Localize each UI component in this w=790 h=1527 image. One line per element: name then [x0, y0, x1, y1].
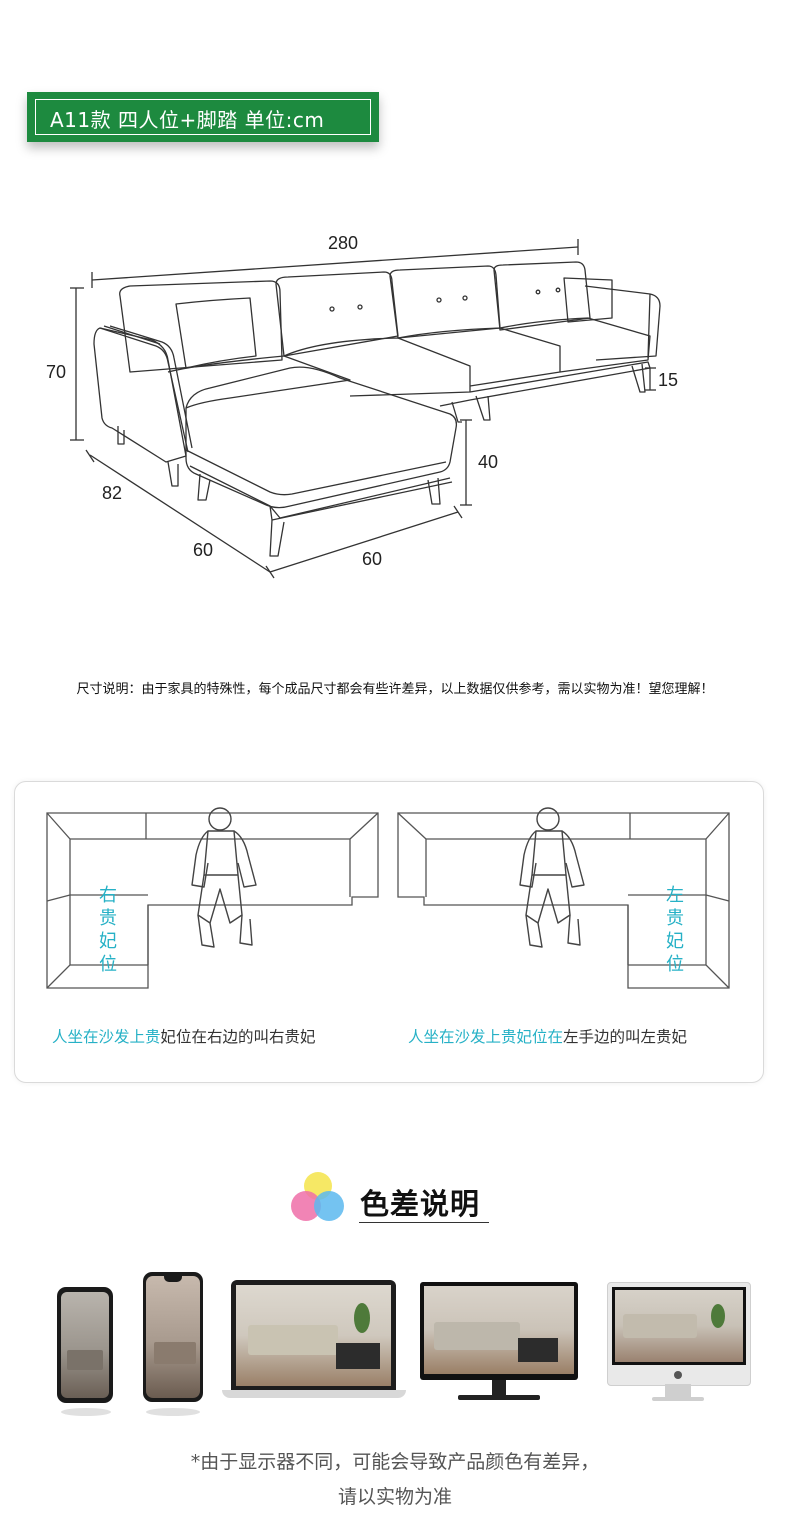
coffee-table-image — [518, 1338, 558, 1362]
caption-teal: 人坐在沙发上贵 — [52, 1028, 161, 1046]
left-chaise-caption: 人坐在沙发上贵妃位在左手边的叫左贵妃 — [408, 1025, 687, 1047]
plant-image — [354, 1303, 370, 1333]
right-chaise-caption: 人坐在沙发上贵妃位在右边的叫右贵妃 — [52, 1025, 316, 1047]
vlabel-char: 位 — [666, 954, 684, 975]
imac-stand — [665, 1384, 691, 1398]
color-circles-icon — [291, 1172, 344, 1221]
caption-dark: 妃位在右边的叫右贵妃 — [160, 1028, 316, 1046]
dim-chaise-front: 60 — [362, 549, 383, 569]
caption-dark: 左手边的叫左贵妃 — [563, 1028, 688, 1046]
coffee-table-image — [336, 1343, 380, 1369]
dim-width: 280 — [328, 233, 359, 253]
dim-seat-height: 40 — [478, 452, 499, 472]
device-shadow — [61, 1408, 111, 1416]
dim-leg: 15 — [658, 370, 679, 390]
right-chaise-diagram — [46, 807, 379, 989]
phone-device — [57, 1287, 113, 1403]
phone-notch — [164, 1276, 182, 1282]
vlabel-char: 妃 — [666, 931, 684, 952]
dim-depth: 82 — [102, 483, 123, 503]
header-tag: A11款 四人位+脚踏 单位:cm — [27, 92, 379, 142]
right-chaise-vertical-label: 右 贵 妃 位 — [96, 884, 120, 976]
phone-screen — [146, 1276, 200, 1398]
monitor-stand — [492, 1380, 506, 1396]
monitor-screen — [424, 1286, 574, 1374]
phone-device — [143, 1272, 203, 1402]
monitor-base — [458, 1395, 540, 1400]
sofa-image — [67, 1350, 103, 1370]
color-section-title: 色差说明 — [360, 1187, 481, 1221]
size-note: 尺寸说明：由于家具的特殊性，每个成品尺寸都会有些许差异，以上数据仅供参考，需以实… — [76, 682, 714, 697]
sofa-image — [434, 1322, 520, 1350]
header-tag-border: A11款 四人位+脚踏 单位:cm — [35, 99, 371, 135]
imac-device — [607, 1282, 751, 1386]
caption-teal: 人坐在沙发上贵妃位在 — [408, 1028, 564, 1046]
header-label: A11款 四人位+脚踏 单位:cm — [50, 108, 325, 132]
sofa-image — [248, 1325, 338, 1355]
plant-image — [711, 1304, 725, 1328]
vlabel-char: 贵 — [99, 908, 117, 929]
sofa-image — [623, 1314, 697, 1338]
sofa-image — [154, 1342, 196, 1364]
imac-bezel — [612, 1287, 746, 1365]
apple-logo-icon — [674, 1371, 682, 1379]
dim-height: 70 — [46, 362, 67, 382]
color-footnote-line2: 请以实物为准 — [337, 1486, 452, 1508]
vlabel-char: 左 — [666, 885, 684, 906]
dim-chaise-side: 60 — [193, 540, 214, 560]
phone-screen — [61, 1292, 109, 1398]
laptop-device — [231, 1280, 396, 1390]
monitor-device — [420, 1282, 578, 1380]
orientation-card — [14, 781, 764, 1083]
color-footnote-line1: *由于显示器不同，可能会导致产品颜色有差异， — [190, 1451, 600, 1473]
vlabel-char: 贵 — [666, 908, 684, 929]
vlabel-char: 妃 — [99, 931, 117, 952]
laptop-base — [222, 1390, 406, 1398]
imac-screen — [615, 1290, 743, 1362]
vlabel-char: 位 — [99, 954, 117, 975]
sofa-dimension-drawing — [70, 239, 661, 579]
left-chaise-diagram — [397, 807, 730, 989]
vlabel-char: 右 — [99, 885, 117, 906]
device-shadow — [146, 1408, 200, 1416]
title-underline — [359, 1222, 489, 1223]
left-chaise-vertical-label: 左 贵 妃 位 — [663, 884, 687, 976]
imac-base — [652, 1397, 704, 1401]
laptop-screen — [236, 1285, 391, 1386]
